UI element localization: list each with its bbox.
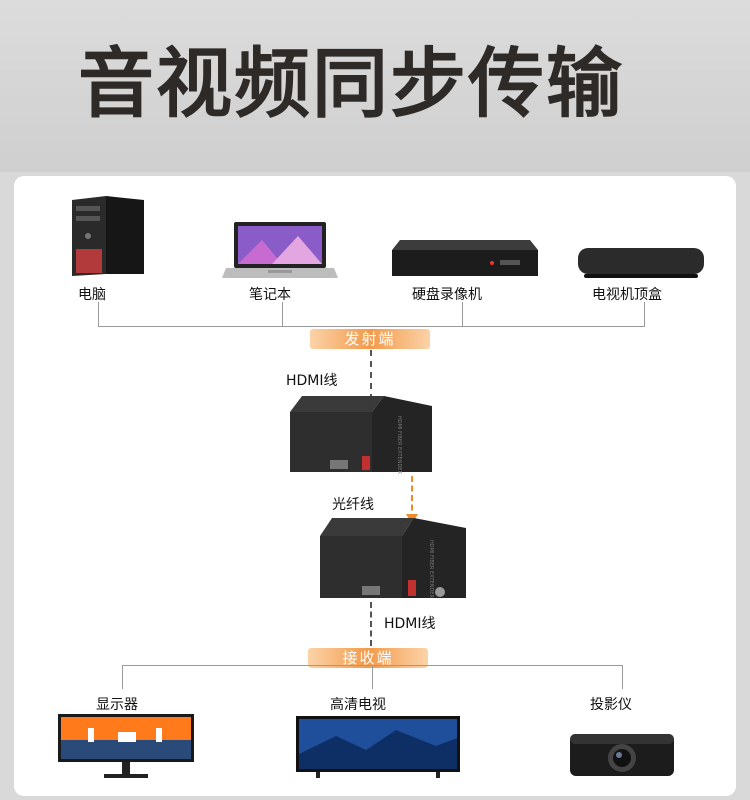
transmitter-device-icon: HDMI FIBER EXTENDER <box>290 396 432 474</box>
receiver-device-icon: HDMI FIBER EXTENDER <box>320 518 466 598</box>
diagram-panel <box>14 176 736 796</box>
hdmi-in-cable <box>370 350 372 400</box>
output-label-monitor: 显示器 <box>96 697 138 713</box>
source-drop-4 <box>644 302 645 326</box>
projector-icon <box>570 734 674 776</box>
monitor-icon <box>58 714 194 778</box>
source-label-stb: 电视机顶盒 <box>592 287 662 303</box>
hdmi-out-label: HDMI线 <box>384 616 436 632</box>
source-drop-1 <box>98 302 99 326</box>
output-label-projector: 投影仪 <box>590 697 632 713</box>
hdmi-in-label: HDMI线 <box>286 373 338 389</box>
source-label-laptop: 笔记本 <box>249 287 291 303</box>
source-label-dvr: 硬盘录像机 <box>412 287 482 303</box>
set-top-box-icon <box>578 248 704 278</box>
page-title: 音视频同步传输 <box>78 39 624 128</box>
output-label-hdtv: 高清电视 <box>330 697 386 713</box>
fiber-label: 光纤线 <box>332 497 374 513</box>
svg-text:HDMI FIBER EXTENDER: HDMI FIBER EXTENDER <box>428 540 434 598</box>
dvr-icon <box>392 240 538 276</box>
source-label-pc: 电脑 <box>78 287 106 303</box>
source-drop-2 <box>282 302 283 326</box>
source-drop-3 <box>462 302 463 326</box>
svg-text:HDMI FIBER EXTENDER: HDMI FIBER EXTENDER <box>396 416 402 474</box>
output-rise-1 <box>122 665 123 689</box>
header-banner: 音视频同步传输 <box>0 0 750 172</box>
output-rise-2 <box>372 665 373 689</box>
receiver-tag: 接收端 <box>308 648 428 668</box>
pc-tower-icon <box>72 196 144 276</box>
source-bracket <box>98 326 645 327</box>
laptop-icon <box>222 222 338 278</box>
fiber-cable <box>411 476 413 520</box>
hdtv-icon <box>296 716 460 778</box>
hdmi-out-cable <box>370 602 372 646</box>
transmitter-tag: 发射端 <box>310 329 430 349</box>
output-rise-3 <box>622 665 623 689</box>
